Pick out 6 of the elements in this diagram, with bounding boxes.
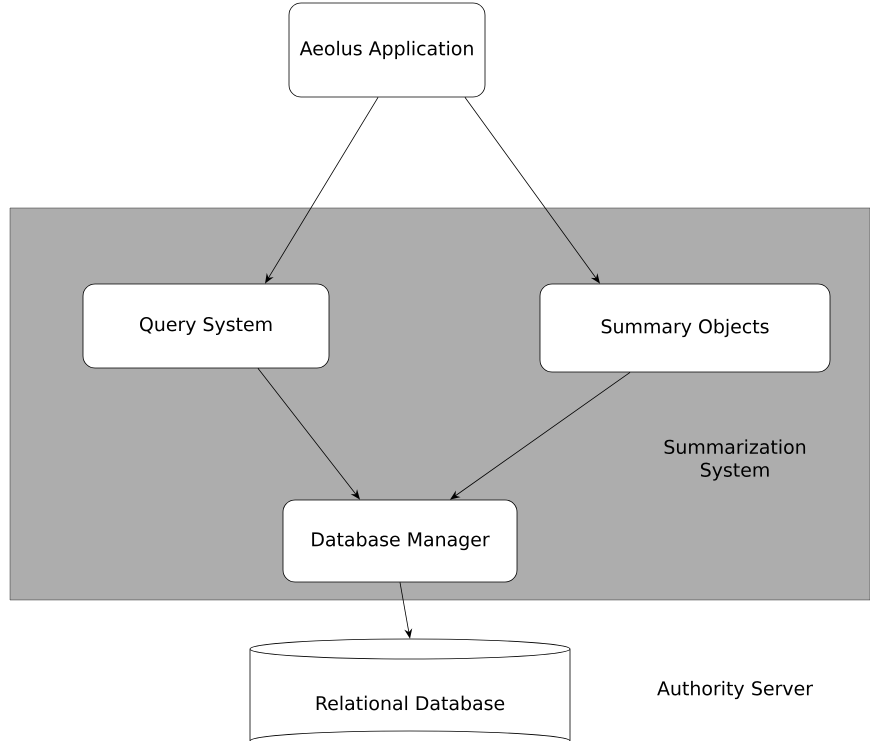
note-label: Authority Server <box>657 680 813 700</box>
process-box: Database Manager <box>282 500 518 582</box>
process-box: Summary Objects <box>540 284 830 372</box>
process-box: Aeolus Application <box>288 2 486 98</box>
database-cylinder: Relational Database <box>250 638 570 742</box>
process-box: Query System <box>82 284 330 368</box>
